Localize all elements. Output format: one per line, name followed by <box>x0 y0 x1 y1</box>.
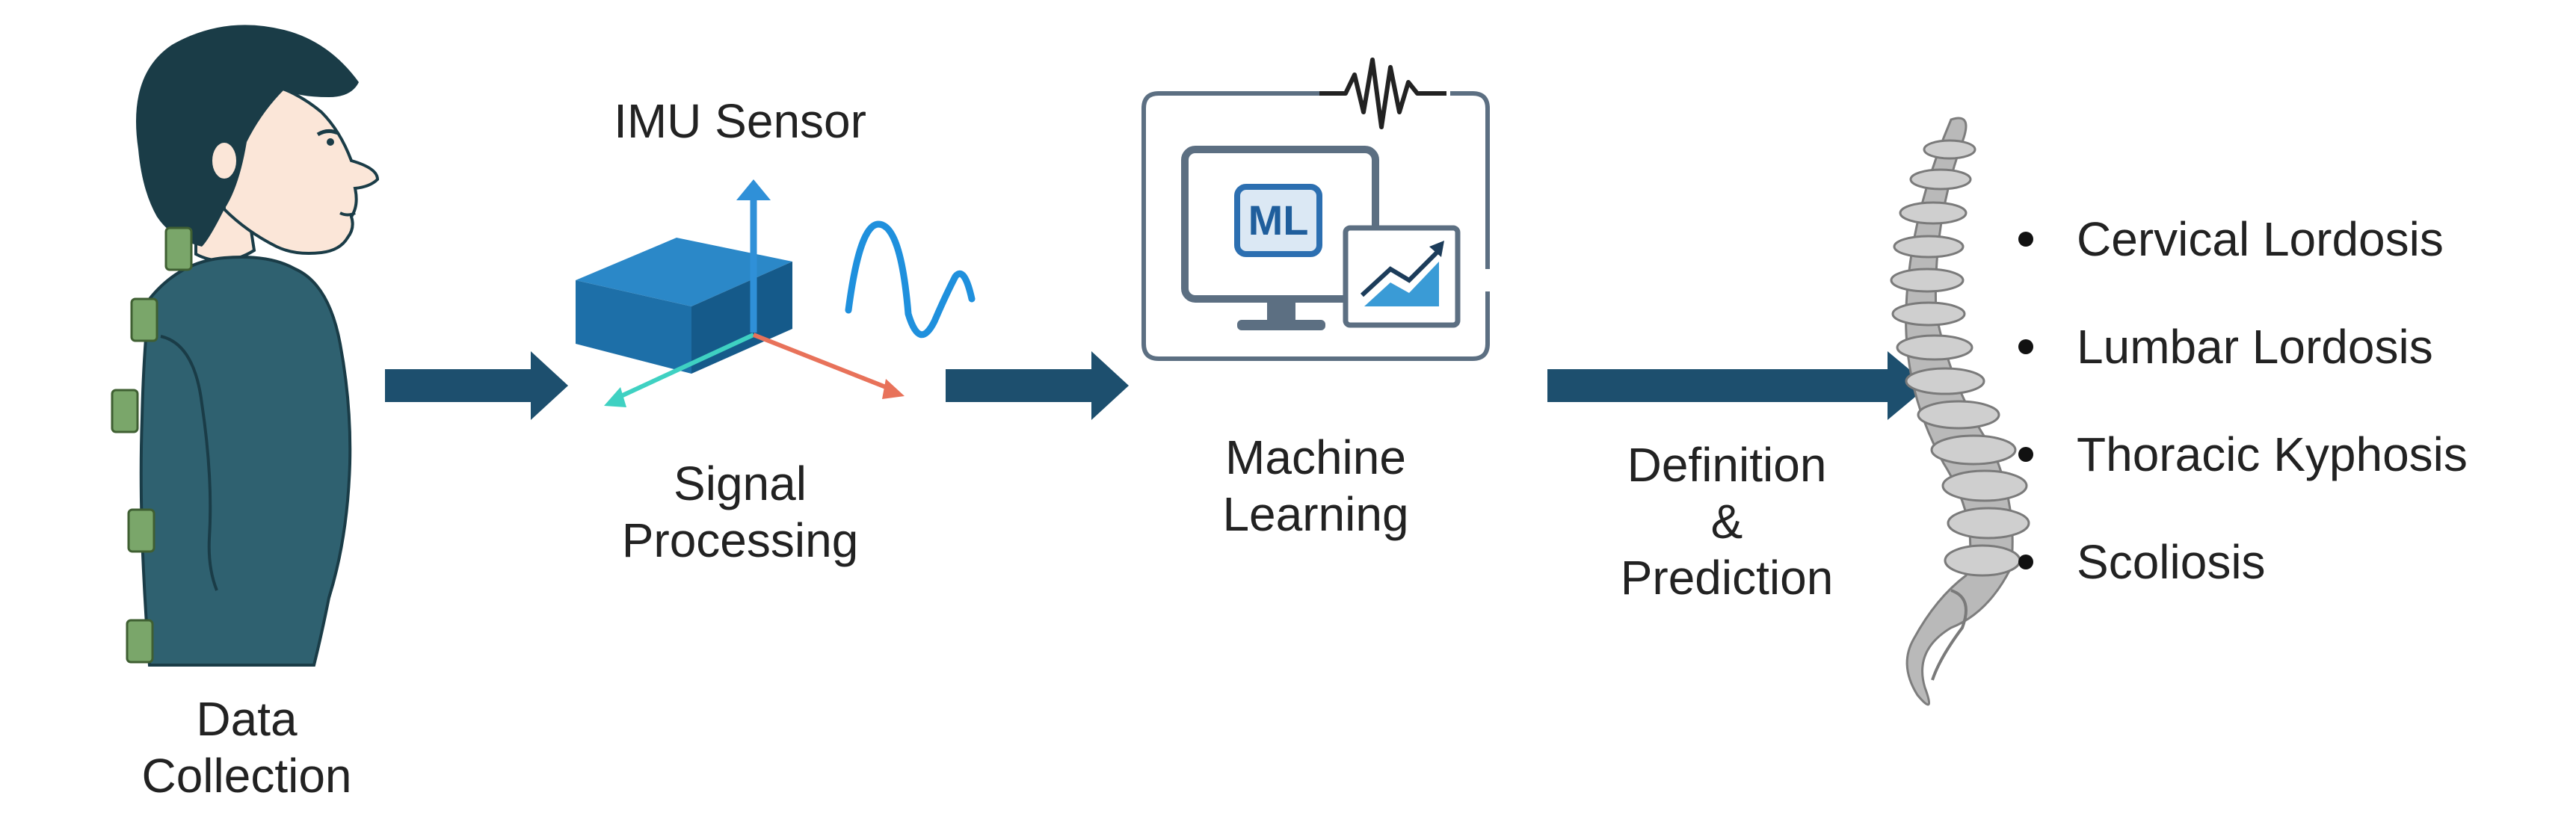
condition-item: Thoracic Kyphosis <box>2018 401 2468 508</box>
flow-arrow-1 <box>385 351 568 420</box>
bullet-icon <box>2018 447 2033 462</box>
signal-wave-icon <box>845 220 976 339</box>
machine-learning-label: Machine Learning <box>1166 430 1465 543</box>
machine-learning-line-1: Machine <box>1225 430 1406 484</box>
sensor-patch-icon <box>111 226 193 664</box>
condition-label: Scoliosis <box>2077 535 2266 589</box>
data-collection-line-2: Collection <box>141 748 352 803</box>
person-icon <box>111 25 380 667</box>
condition-label: Lumbar Lordosis <box>2077 320 2433 374</box>
data-collection-label: Data Collection <box>105 691 389 804</box>
spine-icon <box>1890 117 2030 706</box>
signal-processing-line-2: Processing <box>621 513 859 567</box>
computer-ml-icon <box>1141 58 1490 361</box>
bullet-icon <box>2018 339 2033 354</box>
definition-prediction-line-3: Prediction <box>1620 551 1834 605</box>
signal-processing-label: Signal Processing <box>568 456 912 569</box>
definition-prediction-line-2: & <box>1710 494 1743 549</box>
axis-right-icon <box>752 333 905 399</box>
ml-badge-label: ML <box>1248 197 1309 244</box>
conditions-list: Cervical Lordosis Lumbar Lordosis Thorac… <box>2018 185 2468 616</box>
machine-learning-line-2: Learning <box>1222 487 1409 541</box>
signal-processing-line-1: Signal <box>674 457 807 510</box>
imu-sensor-icon <box>576 179 976 407</box>
condition-item: Lumbar Lordosis <box>2018 293 2468 401</box>
flow-arrow-2 <box>946 351 1129 420</box>
definition-prediction-label: Definition & Prediction <box>1555 437 1899 607</box>
condition-label: Thoracic Kyphosis <box>2077 427 2468 481</box>
axis-up-icon <box>736 179 771 333</box>
condition-item: Scoliosis <box>2018 508 2468 616</box>
condition-label: Cervical Lordosis <box>2077 212 2444 266</box>
condition-item: Cervical Lordosis <box>2018 185 2468 293</box>
flow-arrow-3 <box>1547 351 1929 420</box>
imu-sensor-label: IMU Sensor <box>614 94 866 148</box>
axis-left-icon <box>604 333 755 407</box>
definition-prediction-line-1: Definition <box>1627 438 1827 492</box>
bullet-icon <box>2018 232 2033 247</box>
bullet-icon <box>2018 555 2033 569</box>
data-collection-line-1: Data <box>196 692 298 746</box>
